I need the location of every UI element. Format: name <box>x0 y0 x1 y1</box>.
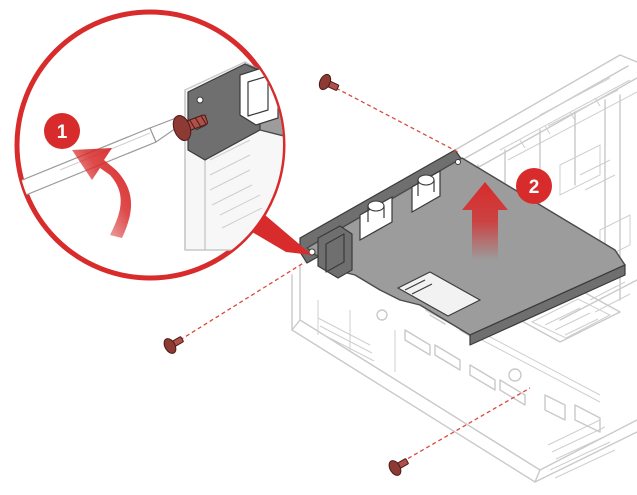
step-2-badge: 2 <box>516 168 552 204</box>
step-2-number: 2 <box>529 177 540 198</box>
screw-icon <box>388 458 409 476</box>
screw-guide-lines <box>179 84 531 463</box>
screw-icon <box>172 114 209 142</box>
screw-icon <box>163 336 184 354</box>
curved-arrow-icon <box>72 148 132 238</box>
bracket-assembly <box>299 149 626 346</box>
step-1-badge: 1 <box>44 113 80 149</box>
lift-arrow-icon <box>462 182 508 260</box>
screw-icon <box>318 73 340 91</box>
magnified-callout <box>14 9 312 281</box>
step-1-number: 1 <box>57 122 68 143</box>
